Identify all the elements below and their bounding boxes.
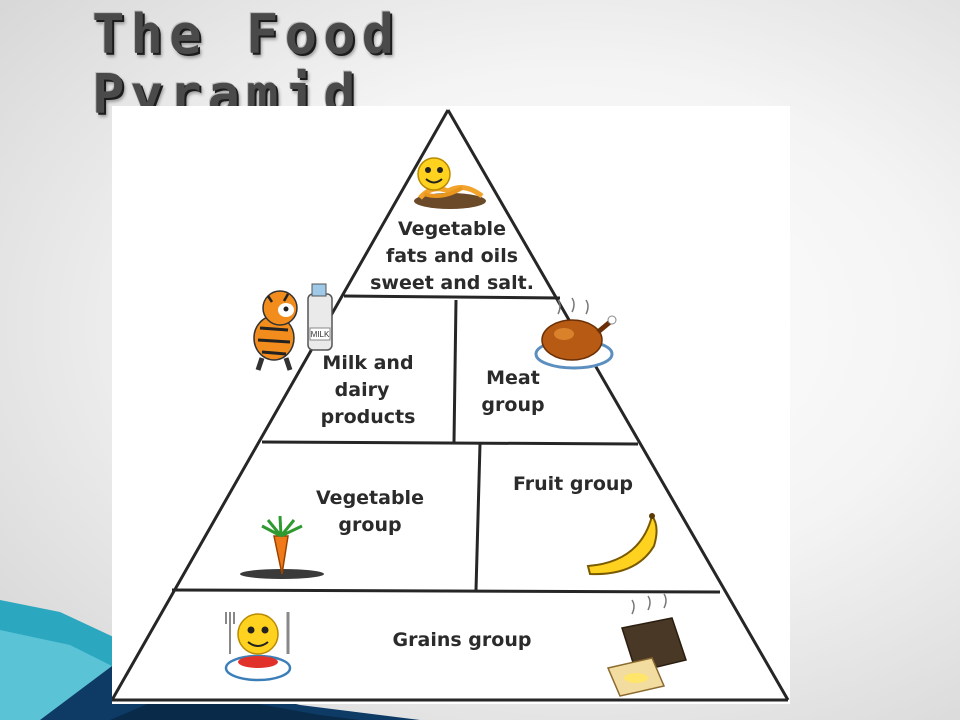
label-fats-line-1: Vegetable <box>398 218 506 240</box>
label-fruit-group: Fruit group <box>512 473 634 495</box>
food-pyramid-diagram: MILK <box>112 109 790 702</box>
label-grains-group: Grains group <box>392 629 532 651</box>
label-vegetable-group: Vegetable group <box>290 485 450 539</box>
smiley-eating-pasta-icon <box>224 612 292 682</box>
label-fats-line-2: fats and oils <box>385 245 519 267</box>
label-dairy-line-3: products <box>320 406 416 428</box>
label-milk-dairy: Milk and dairy products <box>298 350 438 431</box>
label-dairy-line-2: dairy <box>334 379 390 401</box>
label-dairy-line-1: Milk and <box>322 352 414 374</box>
label-meat-line-2: group <box>481 394 545 416</box>
tiger-with-milk-icon: MILK <box>253 283 333 371</box>
veg-fruit-divider <box>474 443 482 591</box>
label-veg-line-1: Vegetable <box>316 487 424 509</box>
tier-divider-1 <box>343 294 561 300</box>
milk-bottle-label: MILK <box>311 330 330 339</box>
banana-icon <box>586 513 658 576</box>
pyramid-panel: MILK <box>112 106 790 704</box>
tier-divider-2 <box>261 440 639 446</box>
roast-chicken-icon <box>534 297 617 370</box>
title-line-1: The Food <box>92 3 401 66</box>
carrot-icon <box>240 515 324 579</box>
label-fats-oils-sweets: Vegetable fats and oils sweet and salt. <box>362 216 542 297</box>
tier-divider-3 <box>171 588 721 594</box>
label-fats-line-3: sweet and salt. <box>370 272 534 294</box>
label-meat-group: Meat group <box>458 365 568 419</box>
dairy-meat-divider <box>452 299 458 443</box>
label-veg-line-2: group <box>338 514 402 536</box>
label-meat-line-1: Meat <box>486 367 540 389</box>
pyramid-outline <box>112 109 790 702</box>
bread-loaf-icon <box>606 593 687 697</box>
smiley-with-fries-icon <box>414 157 486 209</box>
